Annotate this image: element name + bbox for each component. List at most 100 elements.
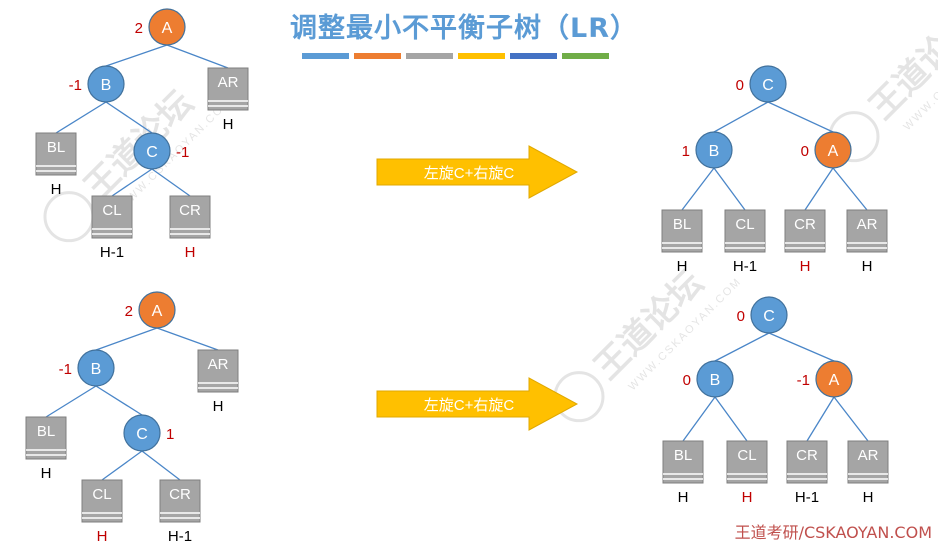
subtree-label: AR (858, 447, 879, 464)
balance-factor: -1 (59, 361, 72, 378)
tree-edge (55, 101, 107, 134)
subtree-BL: BL H (661, 209, 703, 275)
balance-factor: 1 (166, 426, 174, 443)
node-label: B (91, 361, 102, 378)
node-A: A-1 (797, 360, 853, 398)
arrow-label: 左旋C+右旋C (424, 165, 515, 182)
subtree-height: H (185, 244, 196, 261)
tree-edge (111, 168, 153, 197)
subtree-height: H (863, 489, 874, 506)
tree-edge (714, 396, 748, 442)
node-label: C (136, 426, 148, 443)
subtree-label: CL (735, 216, 754, 233)
balance-factor: 0 (801, 143, 809, 160)
tree-edge (804, 167, 834, 211)
tree-edge (101, 450, 143, 481)
subtree-label: BL (47, 139, 65, 156)
subtree-height: H (862, 258, 873, 275)
footer-brand: 王道考研/CSKAOYAN.COM (734, 523, 932, 542)
subtree-height: H-1 (100, 244, 124, 261)
tree-edge (833, 396, 869, 442)
subtree-label: CL (102, 202, 121, 219)
tree-edge (156, 327, 219, 351)
tree-edge (105, 101, 153, 134)
subtree-CL: CL H-1 (724, 209, 766, 275)
subtree-CR: CRH (784, 209, 826, 275)
subtree-CL: CL H (81, 479, 123, 545)
arrow-label: 左旋C+右旋C (424, 397, 515, 414)
balance-factor: 1 (682, 143, 690, 160)
tree-edge (713, 101, 769, 133)
node-label: B (101, 77, 112, 94)
node-label: C (763, 308, 775, 325)
tree-edge (166, 44, 229, 69)
node-B: B1 (682, 131, 733, 169)
subtree-AR: AR H (846, 209, 888, 275)
color-bar-segment (406, 53, 453, 59)
node-label: C (146, 144, 158, 161)
subtree-label: BL (37, 423, 55, 440)
node-C: C-1 (133, 132, 189, 170)
node-A: A2 (125, 291, 176, 329)
tree-edge (151, 168, 191, 197)
node-B: B -1 (59, 349, 115, 387)
node-label: A (152, 303, 163, 320)
transform-arrow: 左旋C+右旋C (376, 377, 579, 431)
subtree-height: H (223, 116, 234, 133)
subtree-height: H-1 (795, 489, 819, 506)
subtree-CR: CR H-1 (786, 440, 828, 506)
subtree-label: CR (796, 447, 818, 464)
balance-factor: -1 (69, 77, 82, 94)
subtree-BL: BL H (35, 132, 77, 198)
tree-edge (95, 385, 143, 416)
color-bar-segment (354, 53, 401, 59)
color-bar (302, 53, 609, 59)
subtree-BL: BL H (25, 416, 67, 482)
node-label: A (828, 143, 839, 160)
node-label: B (710, 372, 721, 389)
tree-edge (832, 167, 868, 211)
subtree-label: AR (857, 216, 878, 233)
tree-edge (682, 396, 716, 442)
balance-factor: 0 (736, 77, 744, 94)
node-label: B (709, 143, 720, 160)
node-A: A0 (801, 131, 852, 169)
subtree-AR: AR H (207, 67, 249, 133)
subtree-height: H (41, 465, 52, 482)
subtree-label: BL (673, 216, 691, 233)
subtree-CR: CRH-1 (159, 479, 201, 545)
subtree-height: H (97, 528, 108, 545)
subtree-CL: CL H-1 (91, 195, 133, 261)
subtree-height: H-1 (168, 528, 192, 545)
subtree-height: H (677, 258, 688, 275)
tree-edge (714, 332, 770, 362)
subtree-label: CR (794, 216, 816, 233)
tree-edge (105, 44, 168, 67)
node-label: C (762, 77, 774, 94)
subtree-label: AR (218, 74, 239, 91)
subtree-height: H (213, 398, 224, 415)
subtree-label: CL (92, 486, 111, 503)
tree-edge (768, 332, 835, 362)
tree-edge (45, 385, 97, 418)
subtree-height: H (51, 181, 62, 198)
slide-title: 调整最小不平衡子树（LR） (290, 13, 638, 44)
balance-factor: 2 (135, 20, 143, 37)
color-bar-segment (562, 53, 609, 59)
subtree-label: AR (208, 356, 229, 373)
subtree-CR: CRH (169, 195, 211, 261)
subtree-CL: CLH (726, 440, 768, 506)
tree-edge (141, 450, 181, 481)
subtree-height: H-1 (733, 258, 757, 275)
subtree-AR: AR H (847, 440, 889, 506)
subtree-height: H (678, 489, 689, 506)
tree-edge (681, 167, 715, 211)
tree-edge (767, 101, 834, 133)
color-bar-segment (458, 53, 505, 59)
arrow-layer: 左旋C+右旋C 左旋C+右旋C (376, 145, 579, 431)
